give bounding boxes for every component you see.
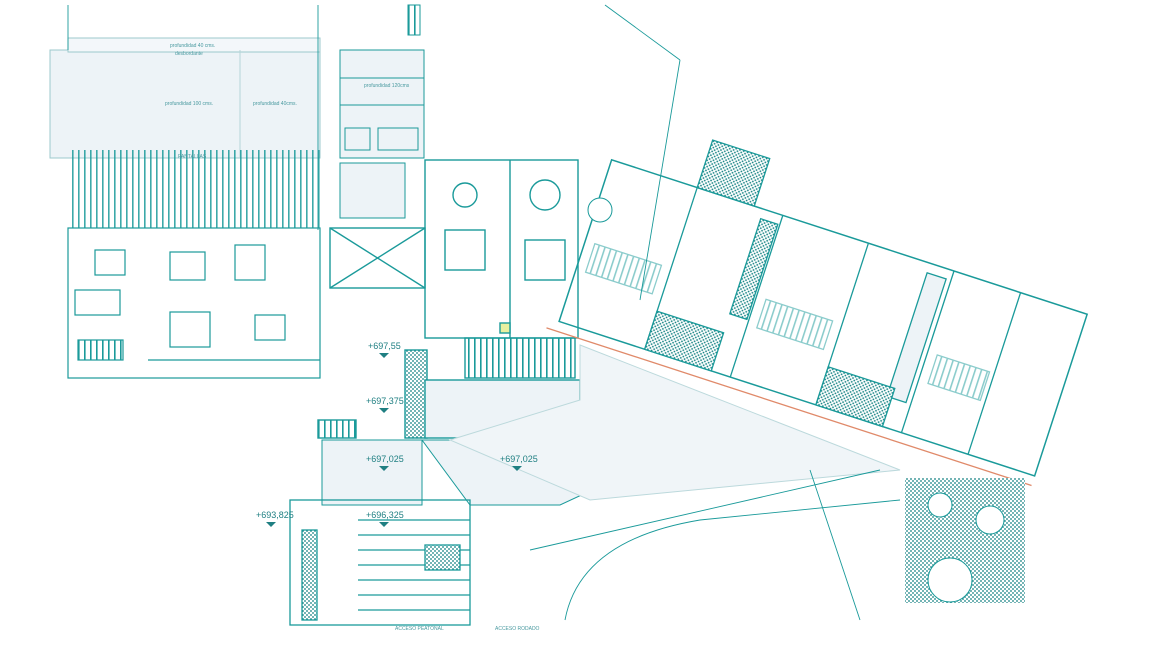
pool-area (49, 37, 321, 228)
label-pool-depth-top: profundidad 40 cms. (170, 43, 215, 49)
level-marker: +696,325 (366, 510, 404, 520)
level-marker: +697,375 (366, 396, 404, 406)
upper-pool (339, 4, 425, 219)
labels: profundidad 40 cms. desbordante profundi… (165, 43, 540, 632)
site-lines (67, 4, 901, 621)
level-marker: +697,025 (500, 454, 538, 464)
main-living-wing (67, 227, 321, 379)
label-pool-depth-upper: profundidad 120cms (364, 83, 410, 89)
bedroom-wing (546, 139, 1089, 487)
level-marker: +697,55 (368, 341, 401, 351)
label-pool-depth-side: profundidad 40cms. (253, 101, 297, 107)
label-pedestrian-access: ACCESO PEATONAL (395, 626, 444, 632)
level-marker: +693,825 (256, 510, 294, 520)
label-pergola: PANTALLAS (178, 154, 207, 160)
label-pool-overflow: desbordante (175, 51, 203, 57)
level-marker: +697,025 (366, 454, 404, 464)
garden (587, 197, 1025, 603)
label-pool-depth-main: profundidad 100 cms. (165, 101, 213, 107)
terraces (321, 344, 901, 506)
stairs (289, 499, 471, 626)
label-vehicle-access: ACCESO RODADO (495, 626, 540, 632)
